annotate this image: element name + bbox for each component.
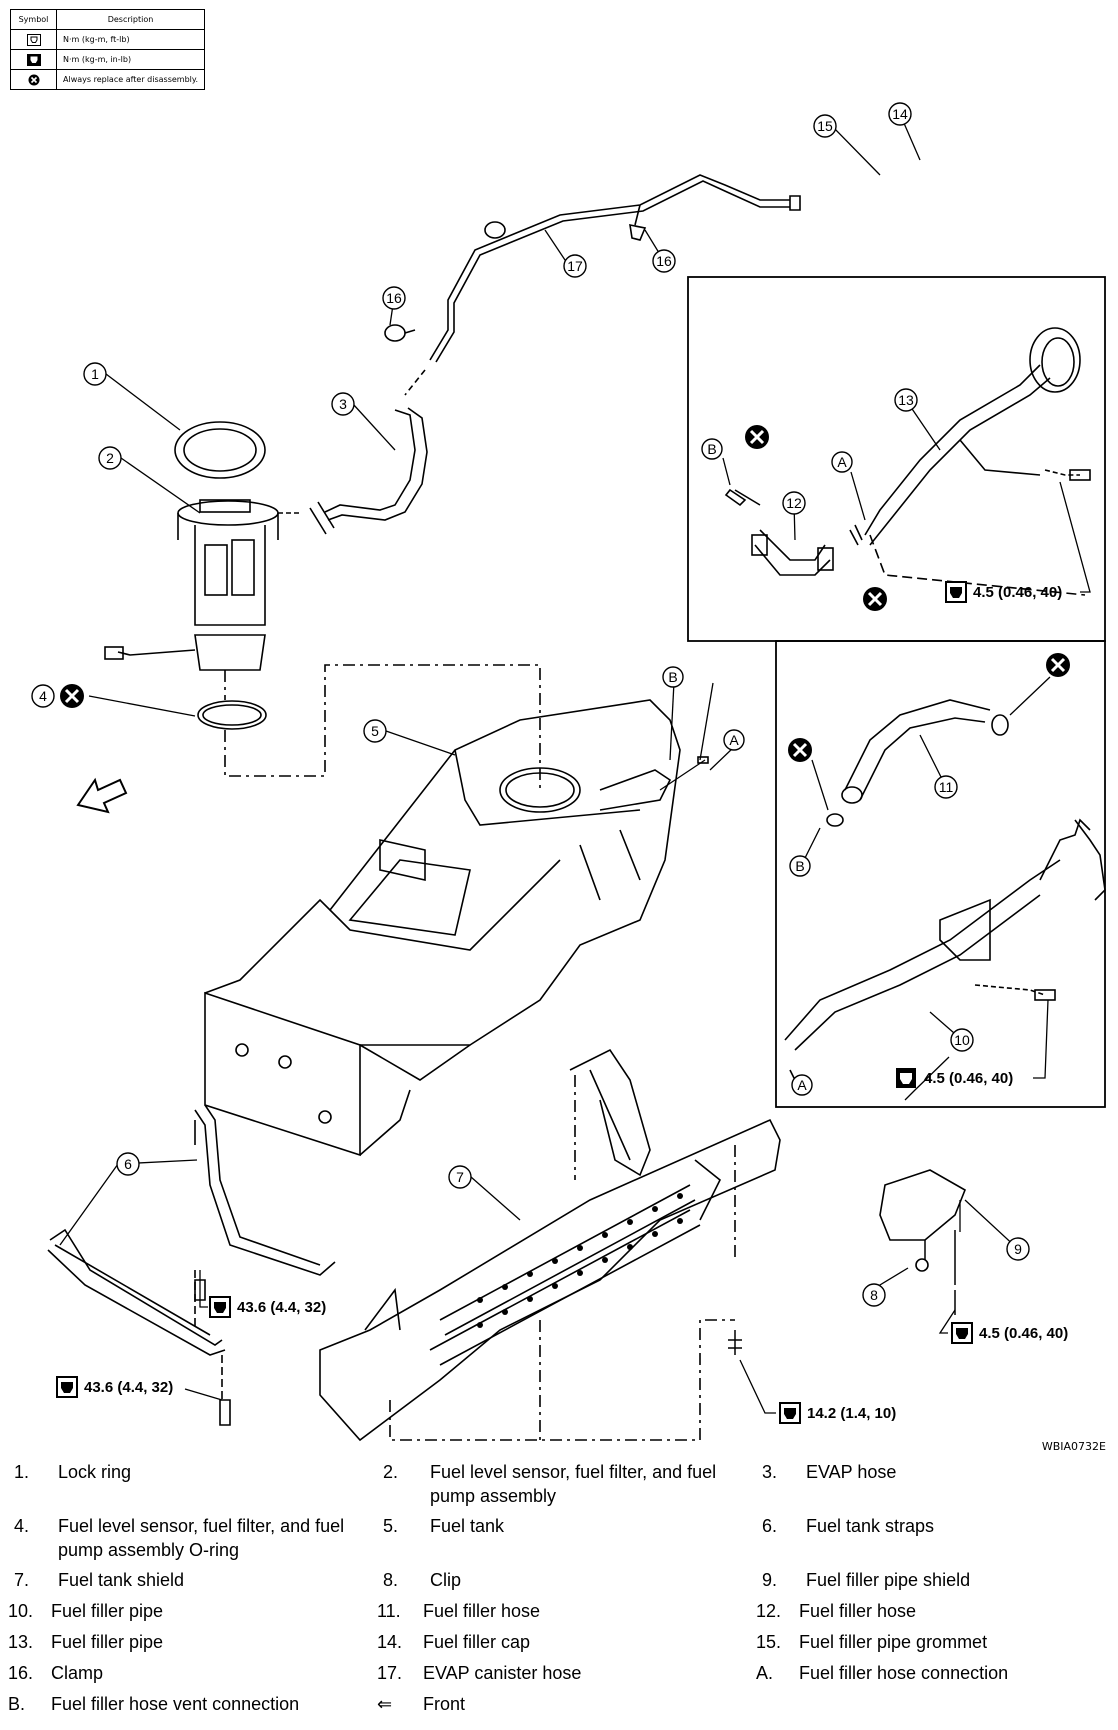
svg-text:6: 6 (124, 1156, 132, 1172)
callout-4: 4 (31, 684, 55, 708)
symbol-desc-3: Always replace after disassembly. (56, 69, 205, 90)
torque-wrench-icon (56, 1376, 78, 1398)
callout-12: 12 (782, 491, 806, 515)
callout-5: 5 (363, 719, 387, 743)
evap-canister-hose (429, 174, 790, 361)
callout-16: 16 (382, 286, 406, 310)
torque-value: 4.5 (0.46, 40) (924, 1070, 1013, 1087)
torque-wrench-icon (26, 33, 41, 46)
replace-x-icon (28, 74, 39, 85)
replace-x-icon (861, 585, 889, 613)
callout-10: 10 (950, 1028, 974, 1052)
svg-text:A: A (797, 1077, 807, 1093)
svg-text:5: 5 (371, 723, 379, 739)
callout-b: B (701, 438, 723, 460)
fuel-tank-shield (319, 1048, 781, 1442)
callout-9: 9 (1006, 1237, 1030, 1261)
callout-a: A (831, 451, 853, 473)
svg-text:B: B (668, 669, 677, 685)
clamp-left (384, 324, 406, 342)
svg-text:17: 17 (567, 258, 583, 274)
fuel-filler-hose-upper (724, 488, 1086, 596)
callout-2: 2 (98, 446, 122, 470)
svg-text:7: 7 (456, 1169, 464, 1185)
front-arrow (76, 777, 128, 814)
callout-15: 15 (813, 114, 837, 138)
svg-text:8: 8 (870, 1287, 878, 1303)
clamp-upper (484, 221, 506, 239)
torque-wrench-icon (209, 1296, 231, 1318)
torque-value: 43.6 (4.4, 32) (84, 1379, 173, 1396)
symbol-legend-table: Symbol Description N·m (kg-m, ft-lb) N·m… (10, 9, 205, 90)
callout-7: 7 (448, 1165, 472, 1189)
svg-text:A: A (837, 454, 847, 470)
svg-text:13: 13 (898, 392, 914, 408)
svg-text:14: 14 (892, 106, 908, 122)
callout-b: B (789, 855, 811, 877)
clip (915, 1258, 929, 1272)
callout-3: 3 (331, 392, 355, 416)
svg-text:10: 10 (954, 1032, 970, 1048)
svg-text:3: 3 (339, 396, 347, 412)
replace-x-icon (58, 682, 86, 710)
torque-value: 14.2 (1.4, 10) (807, 1405, 896, 1422)
torque-wrench-icon (951, 1322, 973, 1344)
fuel-filler-pipe-lower (784, 818, 1106, 1091)
callout-6: 6 (116, 1152, 140, 1176)
svg-text:16: 16 (386, 290, 402, 306)
svg-text:1: 1 (91, 366, 99, 382)
callout-8: 8 (862, 1283, 886, 1307)
svg-text:B: B (707, 441, 716, 457)
replace-x-icon (743, 423, 771, 451)
fuel-tank (204, 699, 709, 1157)
callout-14: 14 (888, 102, 912, 126)
fuel-filler-pipe-upper (864, 327, 1091, 546)
callout-b: B (662, 666, 684, 688)
callout-a: A (723, 729, 745, 751)
fuel-filler-pipe-shield (879, 1169, 967, 1241)
callout-1: 1 (83, 362, 107, 386)
replace-x-icon (786, 736, 814, 764)
callout-13: 13 (894, 388, 918, 412)
callout-17: 17 (563, 254, 587, 278)
svg-text:B: B (795, 858, 804, 874)
fuel-pump-assembly (104, 499, 300, 671)
figure-code: WBIA0732E (1041, 1440, 1106, 1453)
callout-16: 16 (652, 249, 676, 273)
pump-opening (499, 767, 581, 813)
front-arrow-icon: ⇐ (377, 1694, 393, 1714)
fuel-tank-straps (47, 1104, 336, 1426)
fuel-filler-hose-lower (826, 699, 1009, 827)
svg-text:15: 15 (817, 118, 833, 134)
svg-text:4: 4 (39, 688, 47, 704)
svg-text:16: 16 (656, 253, 672, 269)
torque-wrench-icon (945, 581, 967, 603)
torque-wrench-icon (779, 1402, 801, 1424)
torque-value: 4.5 (0.46, 40) (973, 584, 1062, 601)
torque-value: 4.5 (0.46, 40) (979, 1325, 1068, 1342)
torque-wrench-filled-icon (26, 53, 41, 66)
filler-inset-lower (775, 640, 1106, 1108)
callout-a: A (791, 1074, 813, 1096)
o-ring (197, 700, 267, 730)
svg-text:12: 12 (786, 495, 802, 511)
svg-text:9: 9 (1014, 1241, 1022, 1257)
fuel-tank-exploded-diagram: 4.5 (0.46, 40) 4.5 (0.46, 40) 43.6 (4.4,… (31, 102, 1106, 1442)
torque-value: 43.6 (4.4, 32) (237, 1299, 326, 1316)
lock-ring (174, 421, 266, 479)
evap-hose (324, 409, 416, 513)
svg-text:11: 11 (939, 779, 954, 795)
callout-11: 11 (934, 775, 958, 799)
torque-wrench-filled-icon (896, 1068, 916, 1088)
replace-x-icon (1044, 651, 1072, 679)
svg-text:2: 2 (106, 450, 114, 466)
svg-text:A: A (729, 732, 739, 748)
